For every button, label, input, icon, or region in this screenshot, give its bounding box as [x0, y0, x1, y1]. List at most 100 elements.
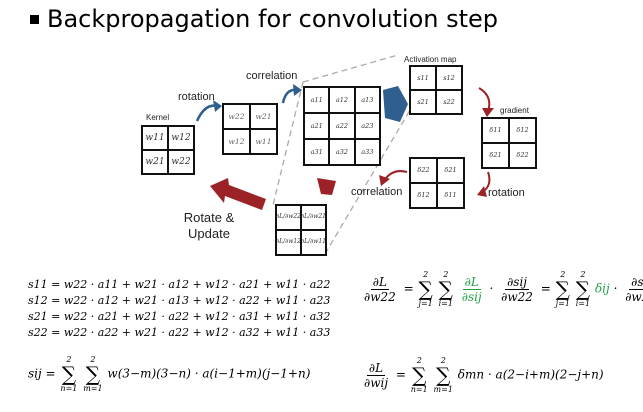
delta-term: δij — [594, 281, 610, 296]
sum-symbol-i: 2∑i=1 — [439, 270, 453, 308]
formula-dwij-term: δmn · a(2−i+m)(2−j+n) — [457, 367, 604, 382]
equals-sign: = — [395, 367, 406, 382]
sum-top: 2 — [443, 270, 449, 279]
equals-sign: = — [403, 281, 414, 296]
input-cell: a21 — [304, 113, 330, 139]
numerator: ∂L — [366, 360, 386, 376]
sigma-glyph: ∑ — [418, 277, 433, 301]
fraction: ∂L∂wij — [362, 361, 390, 390]
equation-s21: s21 = w22 · a21 + w21 · a22 + w12 · a31 … — [28, 310, 331, 323]
weight-gradient-cell: ∂L/∂w11 — [301, 230, 326, 255]
sum-symbol-n: 2∑n=1 — [411, 356, 428, 394]
fraction: ∂sij∂w22 — [623, 275, 643, 304]
gradient-cell: δ21 — [482, 143, 509, 168]
forward-block-arrow — [383, 86, 408, 122]
input-cell: a22 — [329, 113, 355, 139]
sigma-glyph: ∑ — [412, 363, 427, 387]
numerator: ∂L — [462, 274, 481, 290]
correlation-label-bottom: correlation — [351, 186, 403, 198]
sum-symbol-j: 2∑j=1 — [418, 270, 432, 308]
kernel-cell: w12 — [168, 126, 194, 150]
kernel-label: Kernel — [146, 113, 170, 122]
denominator: ∂sij — [461, 289, 482, 304]
kernel-grid: w11 w12 w21 w22 — [141, 125, 195, 175]
fraction: ∂sij∂w22 — [499, 275, 535, 304]
input-cell: a32 — [329, 139, 355, 165]
rotate-update-line2: Update — [188, 226, 230, 242]
rotation-label-right: rotation — [488, 187, 525, 199]
input-cell: a31 — [304, 139, 330, 165]
input-cell: a12 — [329, 87, 355, 113]
activation-cell: s11 — [410, 66, 436, 90]
correlation-label-top: correlation — [246, 70, 298, 82]
rotate-update-arrow — [210, 178, 266, 210]
formula-sij-term: w(3−m)(3−n) · a(i−1+m)(j−1+n) — [107, 366, 311, 381]
gradient-cell: δ11 — [482, 118, 509, 143]
denominator: ∂w22 — [501, 289, 533, 304]
weight-gradient-grid: ∂L/∂w22 ∂L/∂w21 ∂L/∂w12 ∂L/∂w11 — [275, 204, 327, 256]
sigma-glyph: ∑ — [85, 362, 101, 386]
input-map-grid: a11 a12 a13 a21 a22 a23 a31 a32 a33 — [303, 86, 381, 166]
sigma-glyph: ∑ — [436, 363, 451, 387]
rotated-gradient-grid: δ22 δ21 δ12 δ11 — [409, 157, 465, 209]
denominator: ∂w22 — [625, 289, 643, 304]
activation-cell: s22 — [436, 90, 462, 114]
input-cell: a13 — [354, 87, 380, 113]
gradient-grid: δ11 δ12 δ21 δ22 — [481, 117, 537, 169]
denominator: ∂w22 — [364, 289, 396, 304]
sigma-glyph: ∑ — [555, 277, 570, 301]
dot-operator: · — [489, 281, 494, 296]
numerator: ∂L — [370, 274, 389, 290]
sum-bottom: i=1 — [575, 299, 591, 308]
activation-map-grid: s11 s12 s21 s22 — [409, 65, 463, 115]
rotate-update-line1: Rotate & — [183, 210, 235, 225]
numerator: ∂sij — [629, 275, 643, 290]
sum-symbol-m: 2∑m=1 — [434, 356, 453, 394]
rotated-gradient-cell: δ21 — [437, 158, 464, 183]
rotated-gradient-cell: δ22 — [410, 158, 437, 183]
kernel-cell: w11 — [142, 126, 168, 150]
equation-s12: s12 = w22 · a12 + w21 · a13 + w12 · a22 … — [28, 294, 331, 307]
dashed-line-right — [324, 109, 411, 255]
input-cell: a33 — [354, 139, 380, 165]
fraction: ∂L∂w22 — [362, 275, 398, 304]
weight-gradient-cell: ∂L/∂w22 — [276, 205, 301, 230]
formula-sij-lhs: sij = — [28, 366, 56, 381]
sigma-glyph: ∑ — [438, 277, 453, 301]
sum-bottom: m=1 — [83, 384, 103, 393]
sum-symbol-m: 2 ∑ m=1 — [83, 355, 102, 393]
dot-operator: · — [613, 281, 618, 296]
sum-symbol-j: 2∑j=1 — [556, 270, 570, 308]
sum-bottom: n=1 — [410, 385, 428, 394]
equation-s22: s22 = w22 · a22 + w21 · a22 + w12 · a32 … — [28, 326, 331, 339]
rotated-kernel-grid: w22 w21 w12 w11 — [222, 103, 278, 155]
fraction-green: ∂L∂sij — [460, 275, 484, 304]
gradient-cell: δ12 — [509, 118, 536, 143]
equals-sign: = — [540, 281, 551, 296]
rotation-label-top: rotation — [178, 91, 215, 103]
equation-s11: s11 = w22 · a11 + w21 · a12 + w12 · a21 … — [28, 278, 331, 291]
sum-bottom: m=1 — [433, 385, 453, 394]
sum-symbol-i: 2∑i=1 — [576, 270, 590, 308]
activation-map-label: Activation map — [404, 55, 457, 64]
dashed-line-left — [272, 81, 304, 206]
rotated-gradient-cell: δ11 — [437, 183, 464, 208]
sum-bottom: j=1 — [418, 299, 433, 308]
rotated-gradient-cell: δ12 — [410, 183, 437, 208]
sum-symbol-n: 2 ∑ n=1 — [60, 355, 77, 393]
sigma-glyph: ∑ — [575, 277, 591, 301]
formula-dl-dw22: ∂L∂w22 = 2∑j=1 2∑i=1 ∂L∂sij · ∂sij∂w22 =… — [360, 270, 643, 308]
rotated-kernel-cell: w22 — [223, 104, 250, 129]
formula-dl-dwij: ∂L∂wij = 2∑n=1 2∑m=1 δmn · a(2−i+m)(2−j+… — [360, 356, 604, 394]
kernel-cell: w21 — [142, 150, 168, 174]
sum-bottom: n=1 — [60, 384, 78, 393]
sum-bottom: i=1 — [438, 299, 453, 308]
sum-top: 2 — [90, 355, 96, 364]
denominator: ∂wij — [364, 375, 389, 390]
rotated-kernel-cell: w21 — [250, 104, 277, 129]
sum-top: 2 — [440, 356, 446, 365]
activation-cell: s21 — [410, 90, 436, 114]
backward-small-arrow — [317, 178, 336, 195]
weight-gradient-cell: ∂L/∂w21 — [301, 205, 326, 230]
rotate-update-label: Rotate & Update — [172, 210, 246, 243]
